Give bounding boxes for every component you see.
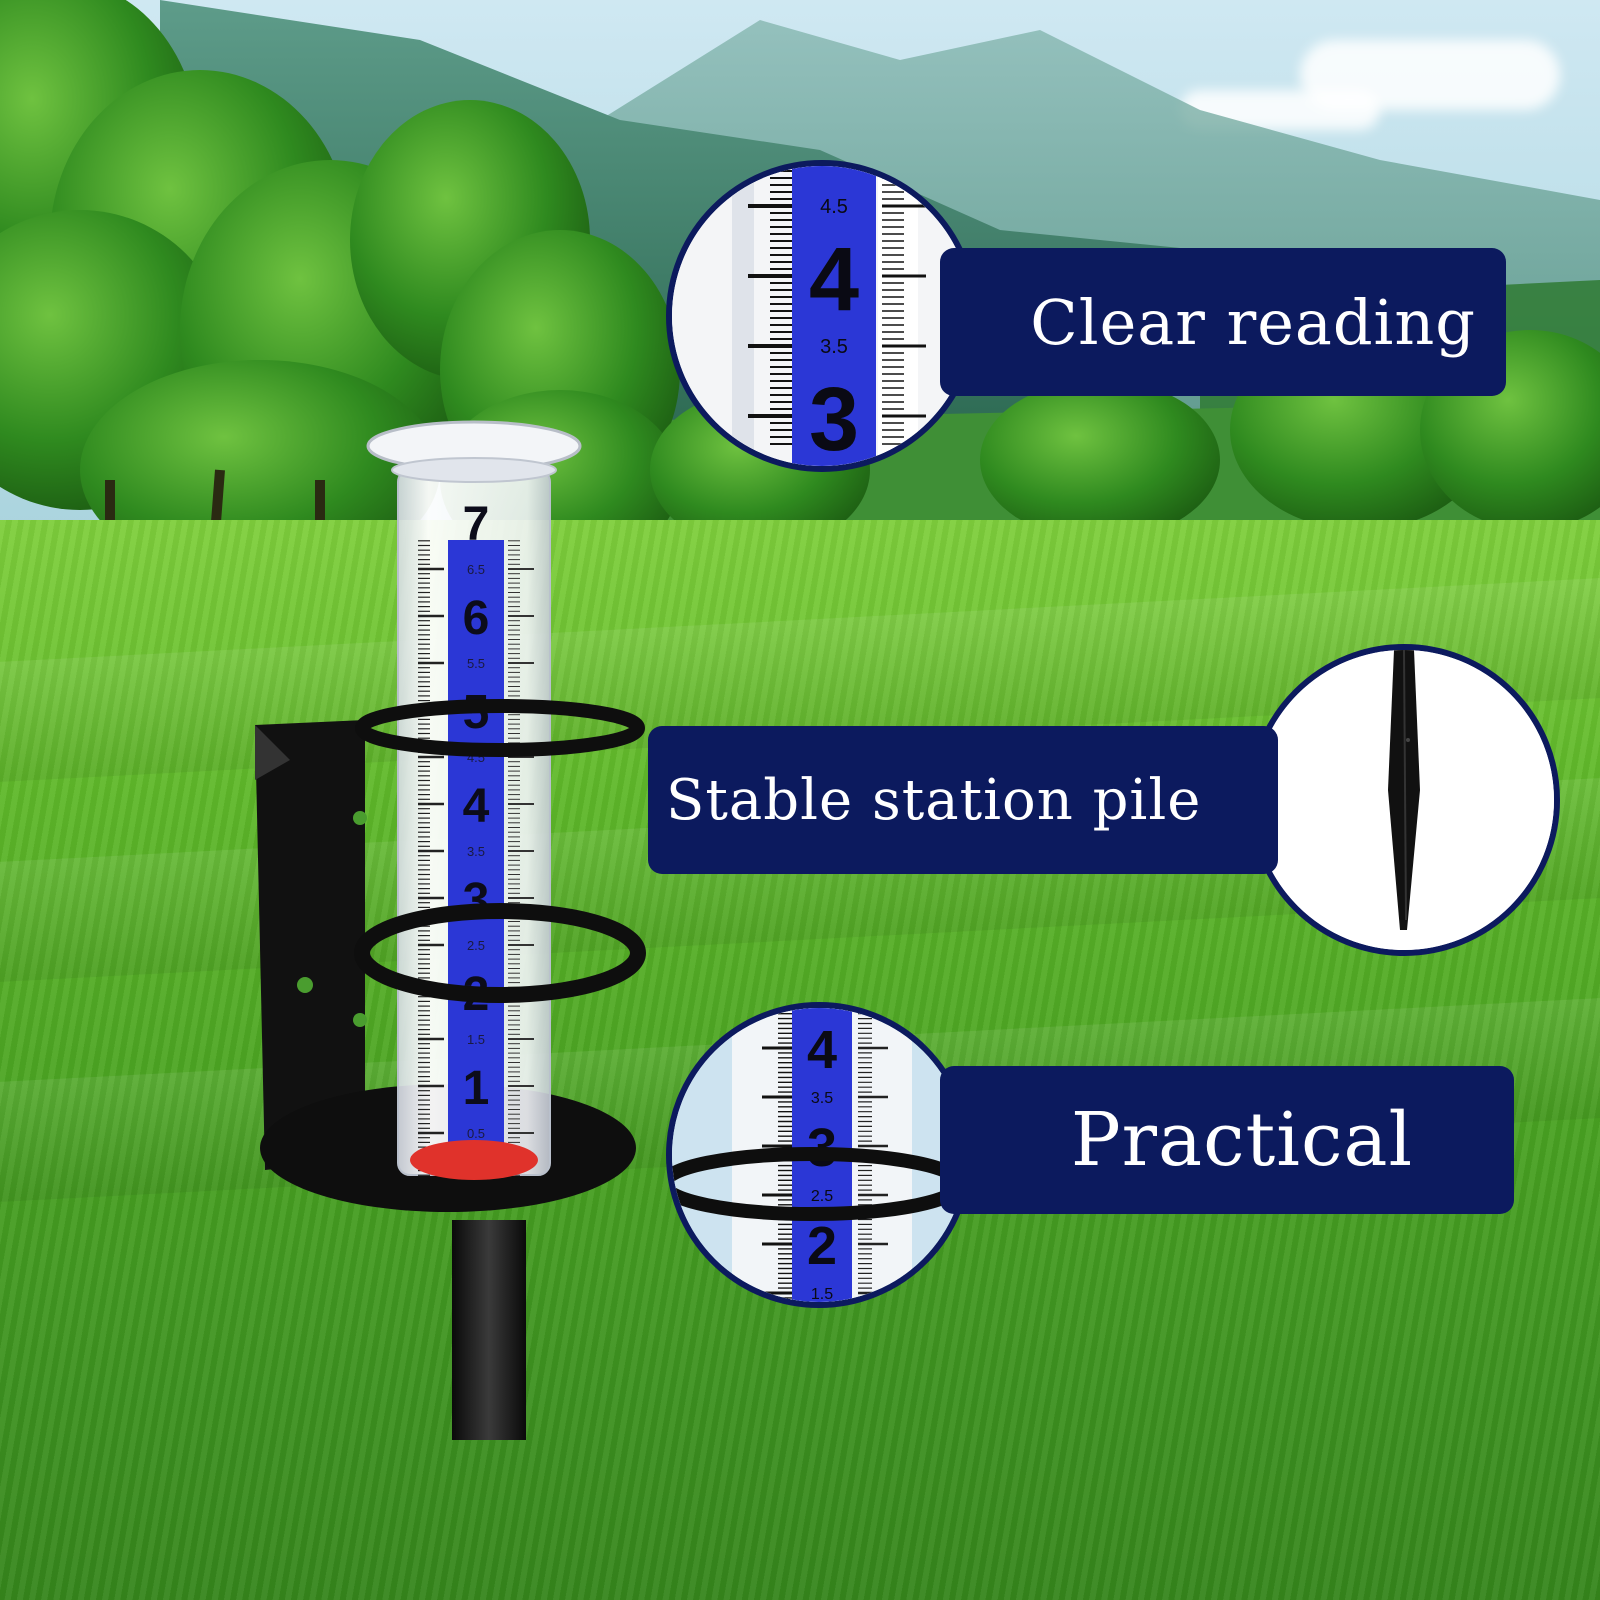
stake xyxy=(452,1220,526,1440)
zoom-minor-label: 3.5 xyxy=(820,336,848,358)
scale-major-label: 4 xyxy=(463,780,490,833)
scale-major-label: 6 xyxy=(463,592,490,645)
scale-closeup: 4 3 4.5 3.5 xyxy=(672,166,972,466)
zoom-circle-scale: 4 3 4.5 3.5 xyxy=(666,160,978,472)
scale-minor-label: 0.5 xyxy=(467,1126,485,1141)
scale-minor-label: 6.5 xyxy=(467,562,485,577)
blue-scale-strip xyxy=(448,540,504,1160)
stable-station-pile-label: Stable station pile xyxy=(666,767,1202,833)
practical-label: Practical xyxy=(1070,1097,1414,1183)
scale-minor-label: 2.5 xyxy=(467,938,485,953)
zoom-minor-label: 4.5 xyxy=(820,196,848,218)
stake-closeup xyxy=(1254,650,1554,950)
clear-reading-badge: Clear reading xyxy=(940,248,1506,396)
holder-ring-top xyxy=(355,699,645,757)
scale-minor-label: 3.5 xyxy=(467,844,485,859)
zoom-major-label: 2 xyxy=(807,1216,837,1276)
clear-reading-label: Clear reading xyxy=(1030,285,1476,359)
zoom-circle-stake xyxy=(1248,644,1560,956)
zoom-major-label: 4 xyxy=(809,230,859,330)
zoom-minor-label: 1.5 xyxy=(811,1286,833,1302)
zoom-major-label: 4 xyxy=(807,1020,837,1080)
scale-major-label: 1 xyxy=(463,1062,490,1115)
scale-minor-label: 1.5 xyxy=(467,1032,485,1047)
stable-station-pile-badge: Stable station pile xyxy=(648,726,1278,874)
red-base-cap xyxy=(410,1140,538,1180)
holder-ring-middle xyxy=(354,903,646,1003)
zoom-major-label: 3 xyxy=(809,370,859,466)
scale-major-label: 7 xyxy=(463,498,490,551)
scale-minor-label: 5.5 xyxy=(467,656,485,671)
zoom-minor-label: 2.5 xyxy=(811,1188,833,1205)
bracket-plate xyxy=(255,720,365,1170)
zoom-minor-label: 3.5 xyxy=(811,1090,833,1107)
practical-badge: Practical xyxy=(940,1066,1514,1214)
